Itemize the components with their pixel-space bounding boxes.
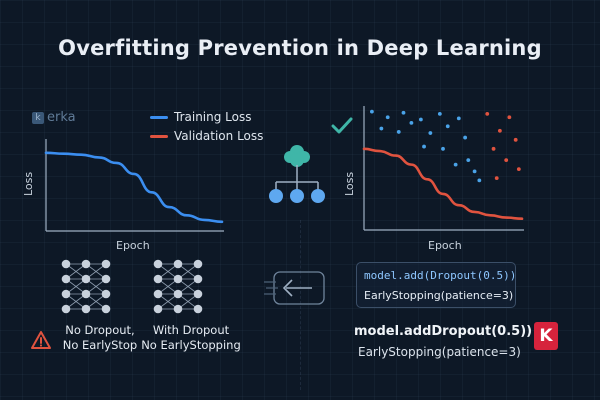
code-box [356, 262, 516, 308]
scatter-point-0-14 [466, 158, 471, 163]
caption-no-dropout-line2: No EarlyStop [62, 338, 138, 352]
scatter-point-0-6 [379, 126, 384, 131]
training-loss-chart [44, 139, 224, 232]
neural-network-with-dropout-icon [153, 259, 203, 314]
scatter-point-0-15 [472, 169, 477, 174]
scatter-point-1-4 [491, 146, 496, 151]
scatter-point-0-12 [422, 144, 426, 149]
scatter-point-0-5 [456, 116, 461, 121]
scatter-point-1-7 [494, 176, 499, 181]
left-x-label: Epoch [116, 239, 150, 252]
code-line-earlystopping: EarlyStopping(patience=3) [364, 289, 514, 302]
series-line-0 [362, 147, 524, 221]
brand-mark-icon: k [32, 111, 44, 124]
series-line-0 [44, 151, 224, 224]
center-divider [300, 220, 301, 390]
legend-validation: Validation Loss [150, 129, 263, 143]
page-title: Overfitting Prevention in Deep Learning [58, 36, 542, 60]
right-x-label: Epoch [428, 239, 462, 252]
arrow-left-icon [264, 271, 325, 305]
scatter-point-0-9 [428, 131, 433, 135]
scatter-point-0-17 [453, 162, 458, 167]
brand-logo: k erka [32, 110, 76, 125]
scatter-point-1-3 [513, 137, 518, 142]
code-line-dropout: model.add(Dropout(0.5)) [364, 269, 517, 282]
tree-hierarchy-icon [269, 145, 325, 203]
brand-name: erka [47, 110, 76, 125]
scatter-point-1-0 [485, 111, 490, 116]
scatter-point-0-16 [477, 178, 482, 183]
neural-network-no-dropout-icon [61, 259, 111, 314]
legend-label-validation: Validation Loss [174, 129, 264, 143]
legend-label-training: Training Loss [174, 110, 252, 124]
scatter-point-0-0 [370, 109, 374, 114]
caption-with-dropout-line2: No EarlyStopping [141, 338, 241, 352]
caption-with-dropout: With Dropout No EarlyStopping [136, 323, 246, 353]
left-y-label: Loss [22, 171, 35, 196]
caption-with-dropout-line1: With Dropout [152, 323, 230, 337]
scatter-point-0-11 [463, 135, 468, 140]
caption-no-dropout-line1: No Dropout, [65, 323, 135, 337]
validation-loss-chart [362, 106, 524, 231]
code-line-earlystopping-2: EarlyStopping(patience=3) [358, 345, 521, 359]
warning-icon [31, 331, 51, 349]
scatter-point-0-1 [385, 115, 390, 120]
scatter-point-0-3 [418, 117, 423, 122]
check-icon [331, 117, 353, 134]
scatter-point-0-10 [445, 124, 450, 129]
scatter-point-1-5 [504, 158, 509, 163]
legend-swatch-validation [150, 134, 168, 138]
scatter-point-0-4 [437, 111, 442, 116]
caption-no-dropout: No Dropout, No EarlyStop [50, 323, 150, 353]
code-line-add-dropout: model.addDropout(0.5)) [354, 324, 533, 339]
scatter-point-1-2 [497, 128, 502, 133]
k-badge-icon: K [534, 322, 558, 350]
scatter-point-0-8 [409, 121, 414, 125]
legend-swatch-training [150, 115, 168, 119]
legend-training: Training Loss [150, 110, 251, 124]
scatter-point-1-6 [516, 167, 521, 172]
scatter-point-0-2 [401, 110, 406, 115]
right-y-label: Loss [343, 171, 356, 196]
scatter-point-0-7 [396, 130, 401, 134]
scatter-point-1-1 [507, 115, 512, 120]
scatter-point-0-13 [441, 146, 445, 151]
